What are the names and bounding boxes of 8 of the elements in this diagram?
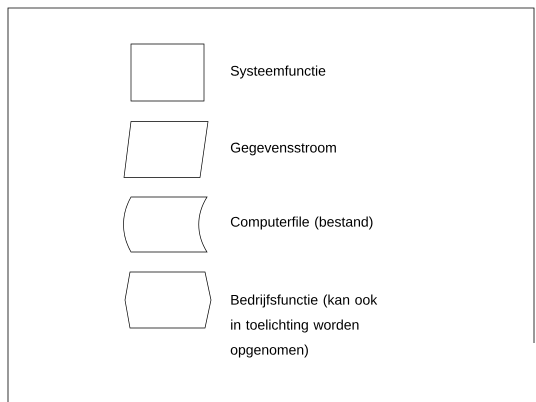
symbol-label: Bedrijfsfunctie (kan ook in toelichting worden opgenomen) (230, 294, 378, 358)
symbol-label: Gegevensstroom (230, 142, 336, 156)
symbol-label: Computerfile (bestand) (230, 216, 372, 230)
rectangle-symbol (130, 44, 204, 102)
symbol-label: Systeemfunctie (230, 65, 326, 79)
file-symbol (123, 196, 208, 252)
parallelogram-symbol (124, 121, 208, 178)
hexagon-symbol (124, 272, 212, 328)
